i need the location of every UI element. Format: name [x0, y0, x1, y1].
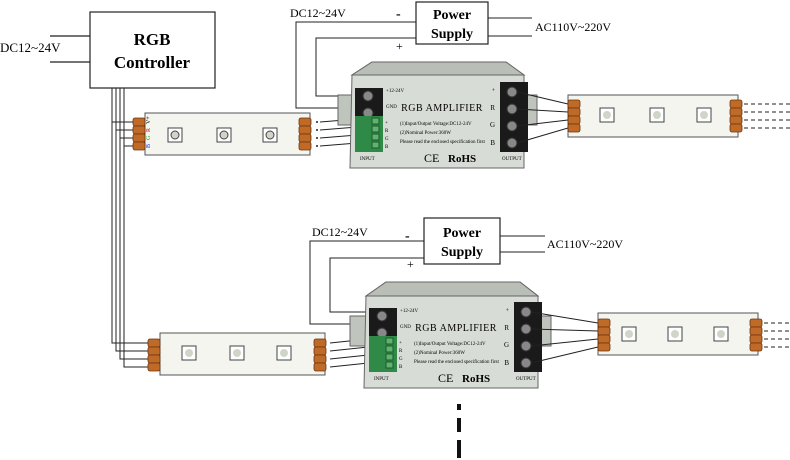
- continuation-ellipsis: [457, 404, 461, 458]
- amp-in-plus-top: +: [385, 121, 388, 126]
- ce-mark-bottom: CE: [438, 371, 453, 385]
- power-supply-box-bottom: [423, 217, 501, 265]
- dc-label-bottom: DC12~24V: [312, 225, 368, 239]
- amp-spec-power-top: (2)Nominal Power:360W: [400, 131, 451, 136]
- amp-out-b-top: B: [490, 139, 495, 147]
- amp-in-b-bottom: B: [399, 365, 403, 370]
- amp-out-r-top: R: [490, 104, 495, 112]
- amp-output-label-top: OUTPUT: [502, 157, 522, 162]
- amp-out-g-top: G: [490, 121, 495, 129]
- rgb-amplifier-top: +12-24V GND + R G B + R G B RGB AMPLIFIE…: [337, 61, 538, 169]
- amp-input-label-bottom: INPUT: [374, 377, 389, 382]
- controller-input-label: DC12~24V: [0, 40, 61, 55]
- amp-out-plus-bottom: +: [506, 308, 510, 314]
- amp-spec-voltage-top: (1)Input/Output Voltage:DC12-24V: [400, 122, 472, 127]
- led-strip-output-top: [567, 94, 790, 138]
- amp-out-b-bottom: B: [504, 359, 509, 367]
- led-strip-input-top: V+ R G B: [132, 112, 318, 156]
- ce-mark-top: CE: [424, 151, 439, 165]
- rgb-amplifier-bottom: +12-24V GND + R G B + R G B RGB AMPLIFIE…: [349, 281, 552, 389]
- amp-spec-power-bottom: (2)Nominal Power:360W: [414, 351, 465, 356]
- power-supply-line1-bottom: Power: [443, 226, 481, 241]
- amp-in-g-top: G: [385, 137, 389, 142]
- amp-in-r-top: R: [385, 129, 389, 134]
- power-supply-line2-bottom: Supply: [441, 245, 483, 260]
- amp-terminal-power-top: +12-24V: [386, 89, 404, 94]
- amp-spec-note-bottom: Please read the enclosed specification f…: [414, 360, 499, 365]
- amp-out-plus-top: +: [492, 88, 496, 94]
- amp-out-r-bottom: R: [504, 324, 509, 332]
- psu-minus-wire-bottom: [309, 240, 424, 325]
- controller-title-line2: Controller: [114, 53, 191, 72]
- amp-in-r-bottom: R: [399, 349, 403, 354]
- controller-title-line1: RGB: [134, 30, 171, 49]
- power-supply-line2-top: Supply: [431, 27, 473, 42]
- strip-pin-vplus: V+: [146, 116, 152, 124]
- amp-in-b-top: B: [385, 145, 389, 150]
- controller-output-bus: [111, 88, 148, 368]
- rohs-mark-bottom: RoHS: [462, 373, 490, 385]
- strip-pin-g: G: [146, 135, 152, 140]
- amp-output-label-bottom: OUTPUT: [516, 377, 536, 382]
- amp-input-label-top: INPUT: [360, 157, 375, 162]
- power-supply-line1-top: Power: [433, 8, 471, 23]
- amp-to-strip-wires-top: [516, 91, 569, 144]
- amp-out-g-bottom: G: [504, 341, 509, 349]
- amp-terminal-power-bottom: +12-24V: [400, 309, 418, 314]
- amp-to-strip-wires-bottom: [530, 311, 599, 364]
- strip-pin-r: R: [146, 128, 152, 132]
- led-strip-output-bottom: [597, 312, 790, 356]
- amp-spec-note-top: Please read the enclosed specification f…: [400, 140, 485, 145]
- amp-in-plus-bottom: +: [399, 341, 402, 346]
- amp-terminal-gnd-top: GND: [386, 105, 397, 110]
- rgb-controller-box: [89, 11, 216, 89]
- amp-title-bottom: RGB AMPLIFIER: [415, 323, 497, 334]
- strip-pin-b: B: [146, 144, 152, 148]
- power-supply-box-top: [415, 1, 489, 45]
- ac-label-top: AC110V~220V: [535, 20, 611, 34]
- rohs-mark-top: RoHS: [448, 153, 476, 165]
- psu-minus-wire-top: [295, 21, 416, 109]
- dc-label-top: DC12~24V: [290, 6, 346, 20]
- minus-sign-bottom: -: [405, 229, 410, 244]
- plus-sign-top: +: [396, 39, 403, 53]
- amp-in-g-bottom: G: [399, 357, 403, 362]
- amp-title-top: RGB AMPLIFIER: [401, 103, 483, 114]
- plus-sign-bottom: +: [407, 257, 414, 271]
- minus-sign-top: -: [396, 7, 401, 22]
- amp-terminal-gnd-bottom: GND: [400, 325, 411, 330]
- ac-label-bottom: AC110V~220V: [547, 237, 623, 251]
- led-strip-input-bottom: [147, 332, 327, 376]
- psu-plus-wire-bottom: [329, 257, 424, 313]
- amp-spec-voltage-bottom: (1)Input/Output Voltage:DC12-24V: [414, 342, 486, 347]
